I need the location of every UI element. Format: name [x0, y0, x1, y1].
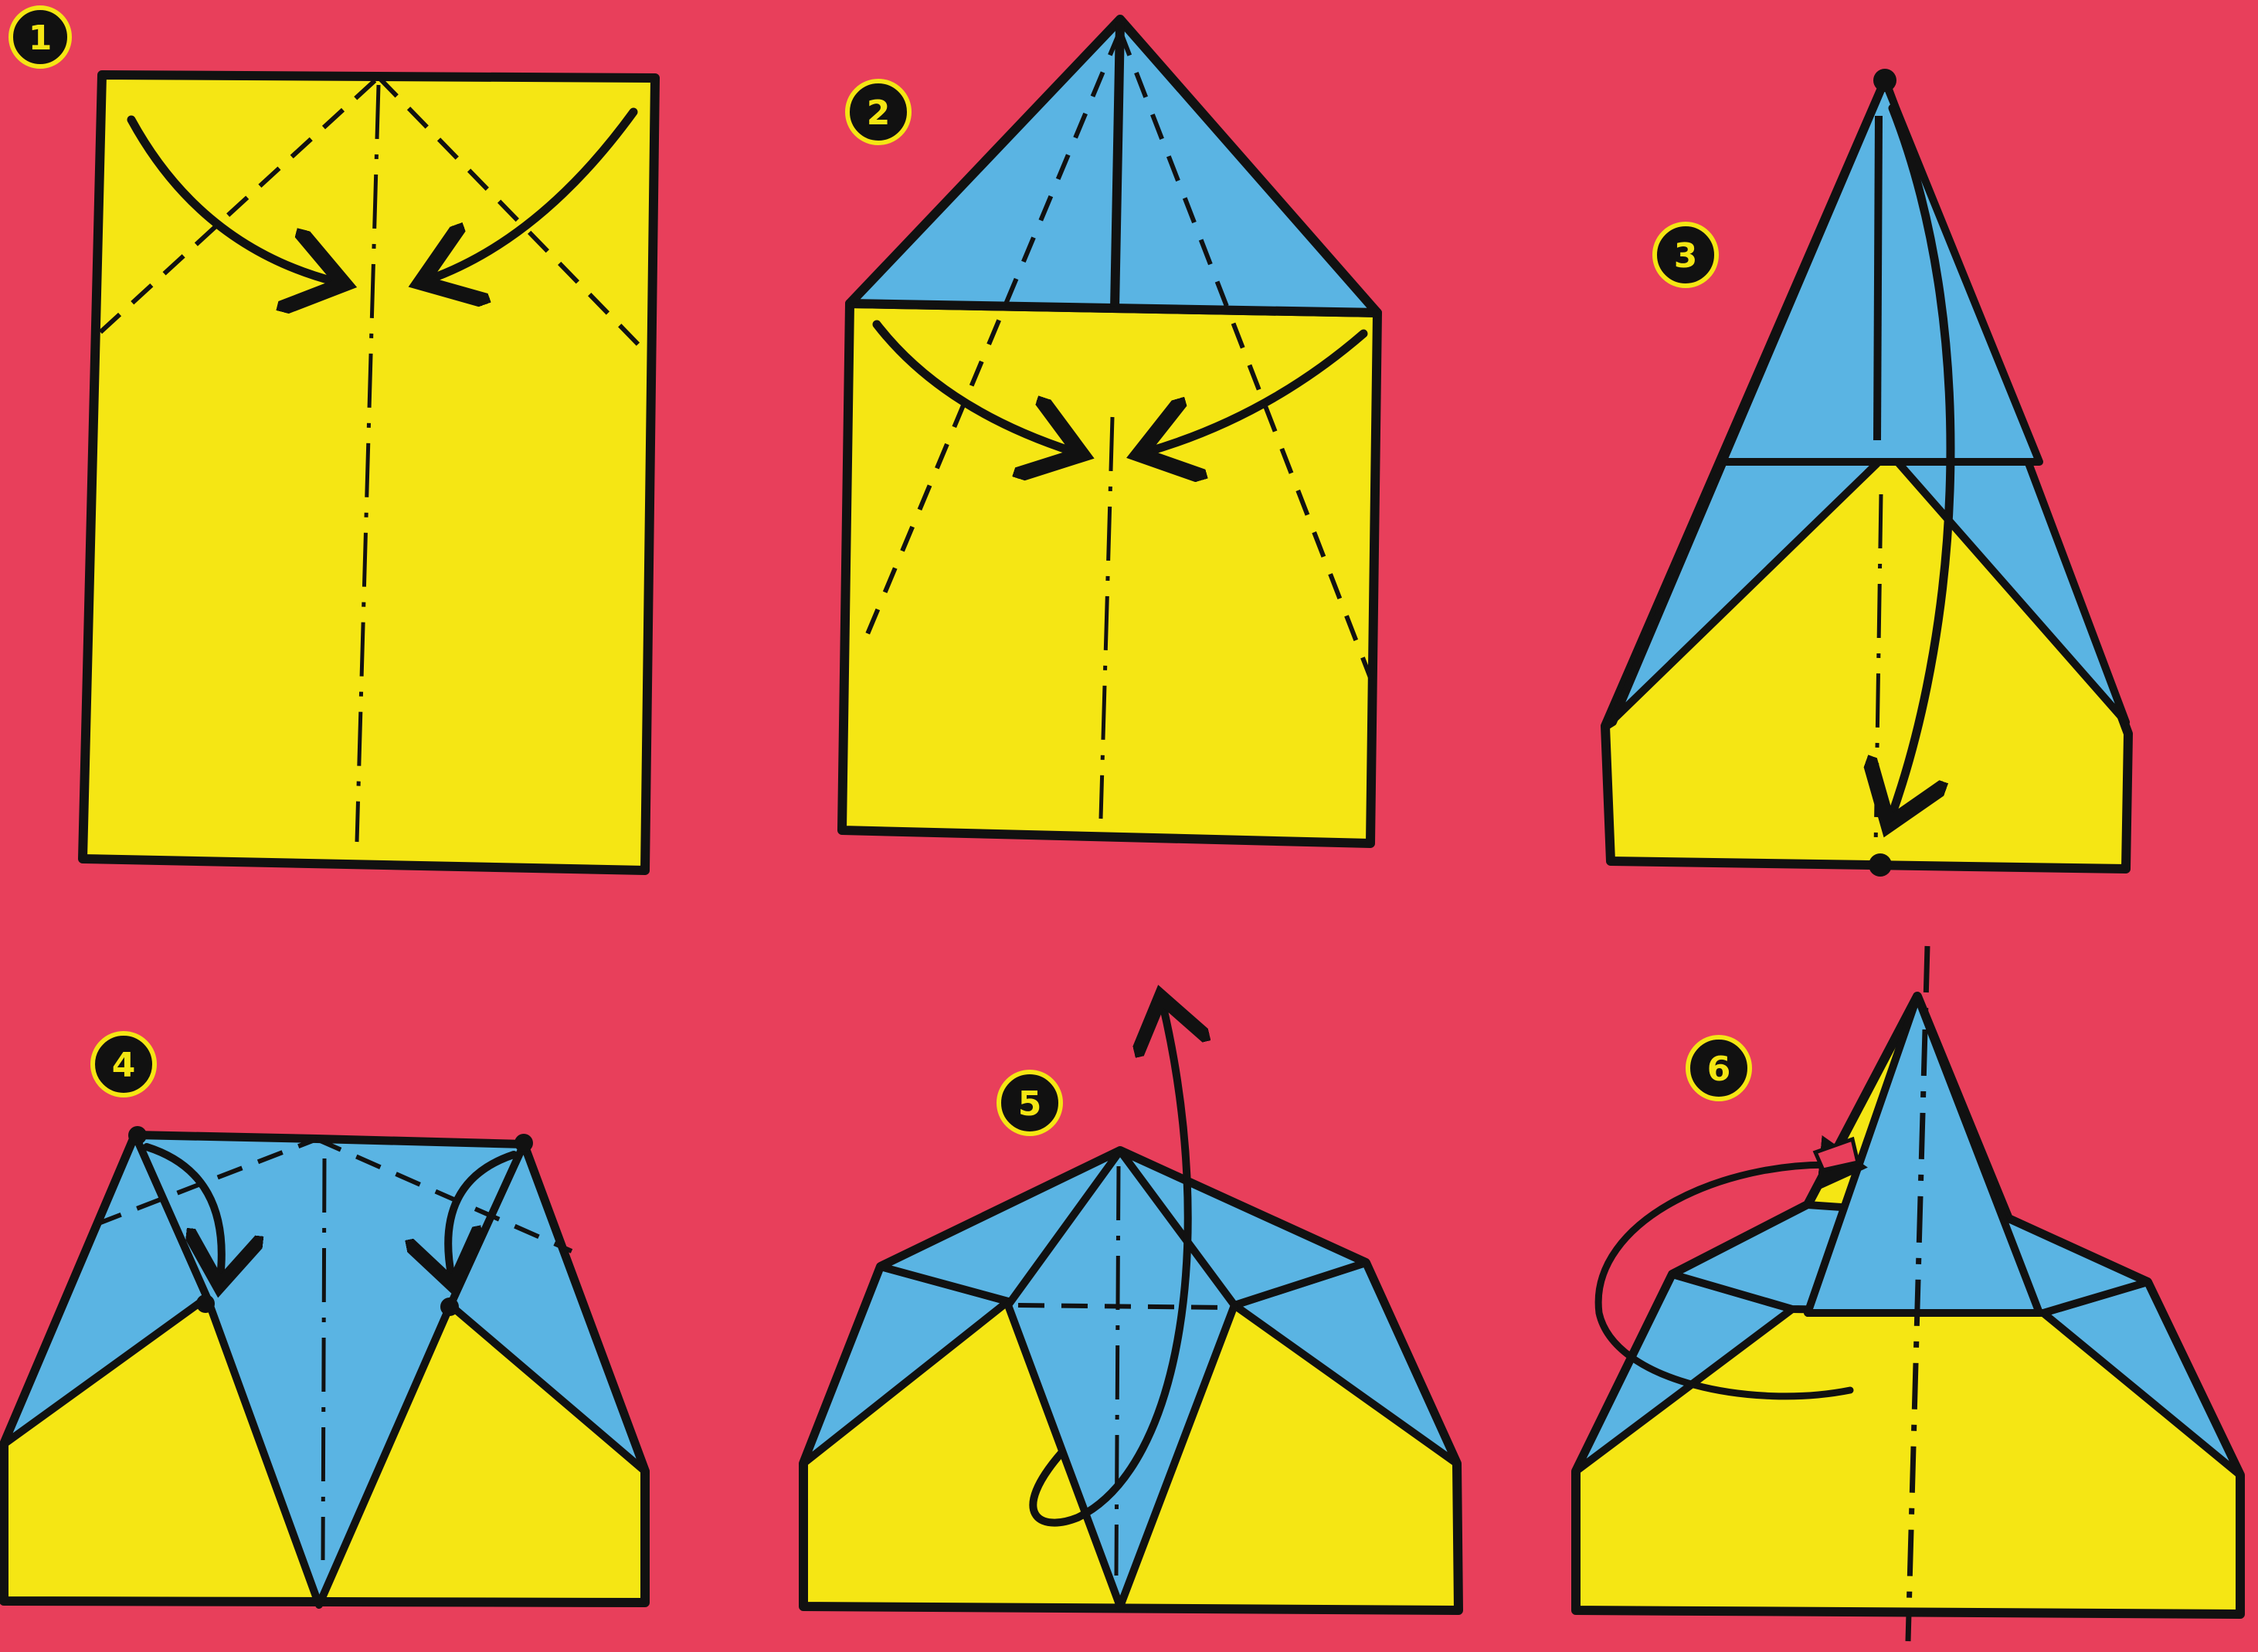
inner-seam: [1873, 115, 1883, 441]
step-2: [837, 15, 1382, 848]
center-crease: [321, 1158, 327, 1561]
fold-arrow-down: [1891, 103, 1955, 817]
center-seam: [1110, 22, 1125, 310]
mountain-fold-arrow: [1594, 1135, 1868, 1400]
center-crease: [1114, 1165, 1121, 1576]
target-dot-right: [440, 1298, 459, 1316]
flap-base: [849, 303, 1378, 315]
step-badge-6: 6: [1686, 1035, 1752, 1101]
start-dot: [1873, 69, 1896, 92]
step-number: 3: [1674, 236, 1698, 276]
target-dot-left: [196, 1294, 215, 1313]
mountain-fold-center-line: [1905, 945, 1930, 1642]
fold-lines: [95, 1137, 573, 1253]
fold-arrow-right-in: [448, 1151, 518, 1278]
step-number: 2: [867, 93, 891, 133]
step-3: [1601, 69, 2133, 877]
step-number: 5: [1018, 1084, 1042, 1124]
step-badge-4: 4: [90, 1031, 157, 1097]
fold-arrow-left-in: [872, 320, 1074, 452]
fold-arrow-right-in: [1147, 329, 1368, 452]
fold-lines: [98, 75, 647, 354]
fold-arrow-right-in: [429, 107, 638, 280]
step-4: [0, 1126, 650, 1609]
step-number: 6: [1707, 1050, 1731, 1089]
fold-arrow-left-in: [143, 1143, 222, 1278]
step-number: 4: [112, 1046, 136, 1085]
step-badge-1: 1: [8, 5, 72, 69]
fold-lines: [859, 29, 1373, 681]
fold-arrow-left-in: [127, 115, 336, 282]
step-5: [799, 1004, 1463, 1615]
step-6: [1571, 945, 2245, 1642]
step-badge-3: 3: [1652, 222, 1719, 288]
step-number: 1: [29, 19, 53, 58]
center-tip: [1004, 1147, 1238, 1610]
step-1: [78, 70, 660, 875]
center-crease: [1098, 416, 1115, 819]
step-badge-2: 2: [845, 79, 912, 145]
center-crease: [355, 84, 381, 843]
fold-arrow-up: [1029, 1004, 1187, 1527]
end-dot: [1869, 853, 1892, 877]
corner-dot-left: [128, 1126, 147, 1145]
flap-tab: [1812, 1136, 1861, 1172]
fold-tip-up-line: [1017, 1303, 1229, 1310]
corner-dot-right: [514, 1134, 533, 1152]
step-badge-5: 5: [997, 1070, 1063, 1136]
step-badges: 1 2 3 4 5 6: [8, 5, 1752, 1136]
